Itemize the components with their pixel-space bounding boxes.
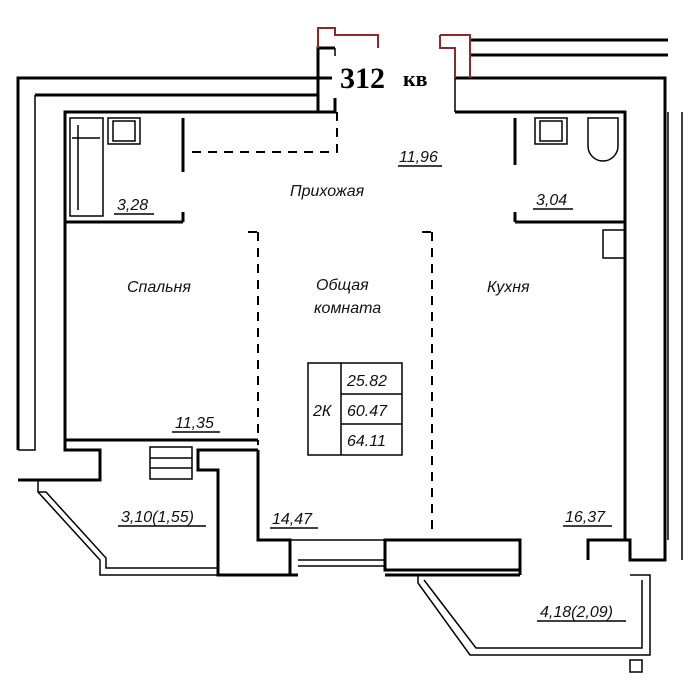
inner-walls-bottom <box>65 438 522 577</box>
apartment-number: 312 <box>340 62 385 95</box>
total-area: 60.47 <box>347 403 388 420</box>
balcony-left <box>18 479 218 576</box>
balcony-right-area: 4,18(2,09) <box>540 604 613 621</box>
toilet-area: 3,04 <box>536 192 567 209</box>
toilet <box>513 117 626 259</box>
area-summary-box: 2К 25.82 60.47 64.11 <box>307 362 403 456</box>
bedroom-name: Спальня <box>127 279 191 296</box>
apartment-unit: кв <box>403 66 428 91</box>
balcony-left-area: 3,10(1,55) <box>121 509 194 526</box>
kitchen-name: Кухня <box>487 279 530 296</box>
balcony-right <box>417 574 651 673</box>
apartment-title: 312 кв <box>332 56 452 98</box>
bathroom-area: 3,28 <box>117 197 148 214</box>
bedroom-area: 11,35 <box>175 415 214 432</box>
kitchen-area: 16,37 <box>565 509 606 526</box>
total-area-with-balcony: 64.11 <box>347 433 386 450</box>
living-name-line2: комната <box>314 300 381 317</box>
hallway-area: 11,96 <box>399 149 438 166</box>
hallway-name: Прихожая <box>290 183 365 200</box>
living-area: 14,47 <box>272 511 313 528</box>
living-area-total: 25.82 <box>346 373 387 390</box>
bathroom <box>65 117 185 224</box>
entry-marks <box>317 27 471 78</box>
outer-walls <box>16 38 683 562</box>
living-name-line1: Общая <box>316 277 369 294</box>
apartment-type: 2К <box>312 403 333 420</box>
zone-boundaries <box>185 112 438 535</box>
